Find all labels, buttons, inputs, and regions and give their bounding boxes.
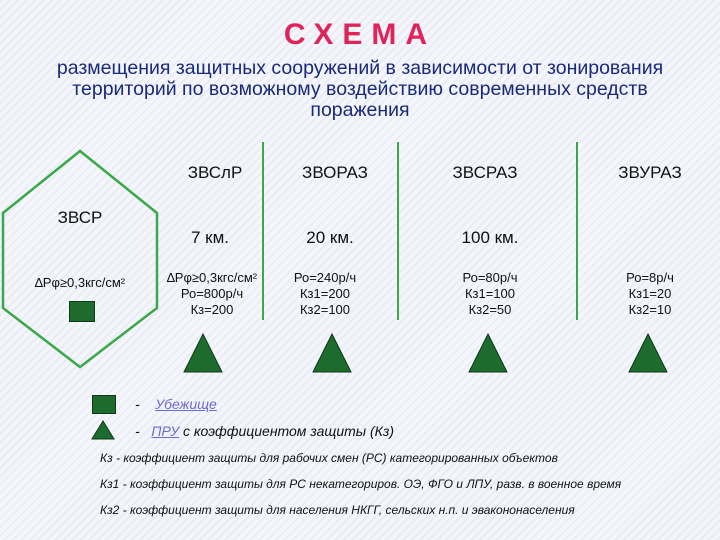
- pru-triangle-icon: [628, 333, 668, 373]
- pru-triangle-icon: [468, 333, 508, 373]
- diagram-title: СХЕМА: [283, 18, 437, 51]
- legend-pru-row: - ПРУ с коэффициентом защиты (Кз): [135, 423, 394, 439]
- param-line: Кз2=50: [468, 302, 512, 317]
- zvsr-label: ЗВСР: [57, 208, 103, 227]
- legend-shelter-link[interactable]: Убежище: [155, 396, 217, 412]
- zone-header-zvslr: ЗВСлР: [187, 163, 243, 182]
- legend-pru-link[interactable]: ПРУ: [151, 423, 180, 439]
- distance-label: 100 км.: [461, 228, 519, 247]
- zvsr-pressure: ∆Рφ≥0,3кгс/см²: [34, 275, 126, 290]
- legend-shelter-row: - Убежище: [135, 396, 217, 412]
- param-line: Кз2=100: [299, 302, 351, 317]
- legend-dash: -: [135, 396, 140, 412]
- pru-triangle-icon: [183, 333, 223, 373]
- legend-shelter-icon: [92, 395, 116, 414]
- distance-label: 7 км.: [190, 228, 230, 247]
- legend-dash: -: [135, 423, 140, 439]
- zone-params-zvuraz: Ро=8р/ч Кз1=20 Кз2=10: [595, 270, 705, 318]
- param-line: Кз2=10: [628, 302, 672, 317]
- zone-header-zvuraz: ЗВУРАЗ: [618, 163, 682, 182]
- param-line: Ро=8р/ч: [626, 270, 674, 285]
- note-kz2: Кз2 - коэффициент защиты для населения Н…: [100, 503, 575, 517]
- param-line: ∆Рφ≥0,3кгс/см²: [166, 270, 258, 285]
- diagram-subtitle: размещения защитных сооружений в зависим…: [56, 57, 664, 121]
- param-line: Кз=200: [190, 302, 234, 317]
- zone-separator: [262, 142, 264, 320]
- note-kz1: Кз1 - коэффициент защиты для РС некатего…: [100, 477, 622, 491]
- param-line: Кз1=100: [464, 286, 516, 301]
- param-line: Ро=80р/ч: [462, 270, 518, 285]
- zone-separator: [576, 142, 578, 320]
- zone-params-zvsraz: Ро=80р/ч Кз1=100 Кз2=50: [435, 270, 545, 318]
- zone-params-zvslr: ∆Рφ≥0,3кгс/см² Ро=800р/ч Кз=200: [150, 270, 274, 318]
- param-line: Кз1=200: [299, 286, 351, 301]
- zone-header-zvoraz: ЗВОРАЗ: [302, 163, 368, 182]
- zone-params-zvoraz: Ро=240р/ч Кз1=200 Кз2=100: [270, 270, 380, 318]
- param-line: Кз1=20: [628, 286, 672, 301]
- zone-header-zvsraz: ЗВСРАЗ: [452, 163, 518, 182]
- param-line: Ро=240р/ч: [293, 270, 357, 285]
- distance-label: 20 км.: [306, 228, 354, 247]
- param-line: Ро=800р/ч: [180, 286, 244, 301]
- legend-pru-icon: [91, 420, 115, 440]
- legend-pru-text: с коэффициентом защиты (Кз): [183, 423, 395, 439]
- zvsr-hexagon: [1, 149, 159, 369]
- note-kz: Кз - коэффициент защиты для рабочих смен…: [100, 451, 558, 465]
- zone-separator: [397, 142, 399, 320]
- pru-triangle-icon: [312, 333, 352, 373]
- shelter-marker: [69, 301, 95, 322]
